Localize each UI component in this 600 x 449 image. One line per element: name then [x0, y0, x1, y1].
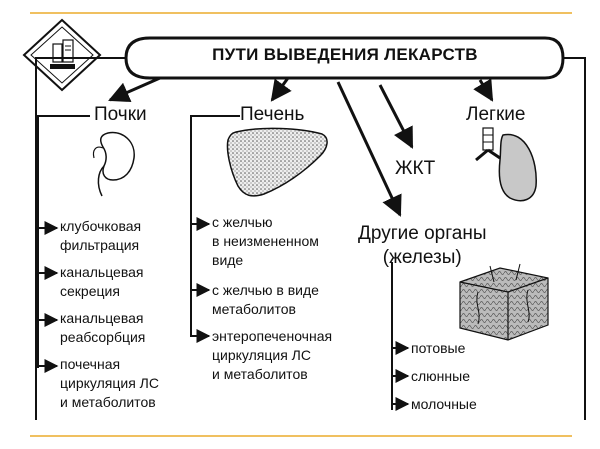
- kidneys-item-1: клубочковая фильтрация: [60, 218, 142, 253]
- frame-left: [35, 57, 126, 420]
- other-item-3: молочные: [411, 396, 477, 412]
- lungs-label: Легкие: [466, 104, 526, 125]
- liver-item-2: с желчью в виде метаболитов: [212, 282, 319, 317]
- liver-label: Печень: [240, 104, 305, 125]
- kidney-icon: [92, 131, 135, 197]
- lungs-icon: [475, 127, 537, 202]
- kidneys-item-4: почечная циркуляция ЛС и метаболитов: [60, 356, 159, 410]
- title-banner: [124, 36, 565, 80]
- diagram-title: ПУТИ ВЫВЕДЕНИЯ ЛЕКАРСТВ: [212, 45, 478, 64]
- pharmacy-logo-icon: [22, 18, 102, 92]
- kidneys-item-2: канальцевая секреция: [60, 264, 144, 299]
- liver-item-1: с желчью в неизмененном виде: [212, 214, 319, 268]
- liver-item-3: энтеропеченочная циркуляция ЛС и метабол…: [212, 328, 333, 382]
- other-item-1: потовые: [411, 340, 466, 356]
- kidneys-bracket: [37, 115, 90, 368]
- arrow-to-git: [378, 84, 414, 149]
- arrow-to-lungs: [473, 78, 494, 102]
- arrow-to-other: [336, 81, 402, 217]
- liver-icon: [226, 127, 328, 197]
- liver-bracket: [190, 115, 240, 337]
- skin-section-icon: [459, 263, 549, 341]
- git-label: ЖКТ: [395, 158, 436, 179]
- kidneys-label: Почки: [94, 104, 147, 125]
- frame-right: [563, 57, 586, 420]
- other-organs-label: Другие органы (железы): [358, 223, 487, 268]
- other-item-2: слюнные: [411, 368, 470, 384]
- arrow-to-kidneys: [108, 76, 161, 102]
- arrow-to-liver: [270, 77, 292, 102]
- kidneys-item-3: канальцевая реабсорбция: [60, 310, 146, 345]
